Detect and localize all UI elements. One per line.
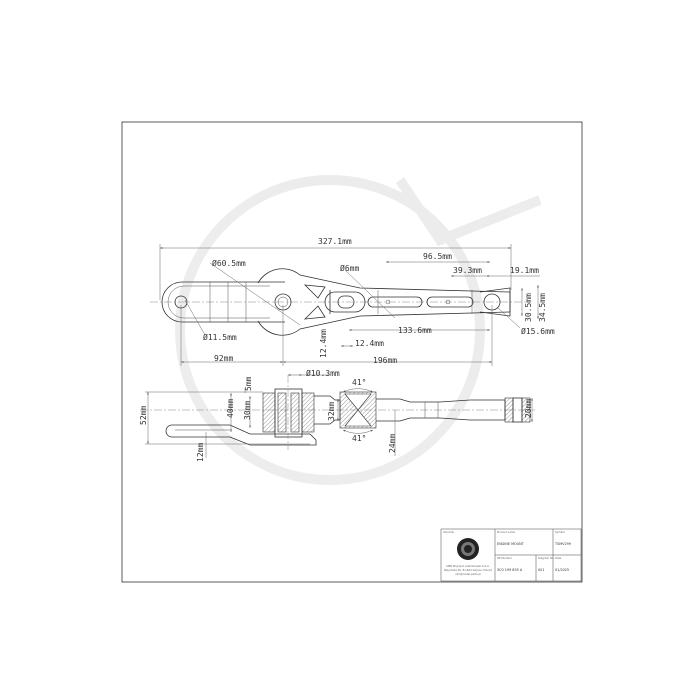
dim-34-5: 34.5mm [538,293,547,322]
dim-32: 32mm [327,402,336,421]
importer-line-2: Pasymska 26, 81-604 Gdynia, Poland [444,568,492,572]
product-name-label: Product name [497,530,515,534]
importer-line-3: info@metal-parts.pl [455,572,481,576]
dim-52: 52mm [139,406,148,425]
date-label: Date [555,556,562,560]
dim-40: 40mm [226,399,235,418]
dim-96-5: 96.5mm [423,252,452,261]
dim-19-1: 19.1mm [510,266,539,275]
dim-right-hole-diameter: Ø15.6mm [521,326,555,336]
dim-12-4-vertical: 12.4mm [319,329,328,358]
importer-logo [457,538,479,560]
dim-20: 20mm [524,399,533,418]
importer-label: Importer [443,530,455,534]
diagram-no: 001 [538,568,544,572]
dim-overall-length: 327.1mm [318,237,352,246]
dim-angle-top: 41° [352,378,366,387]
dim-30: 30mm [243,401,252,420]
dim-30-5: 30.5mm [524,293,533,322]
dim-133-6: 133.6mm [398,326,432,335]
side-view: Ø10.3mm 5mm 52mm 40mm 30mm 41° 32mm 41° … [139,368,535,462]
oe-number-label: OE Number [497,556,513,560]
symbol-label: Symbol [555,530,565,534]
drawing-frame [121,121,583,583]
top-view: 327.1mm Ø60.5mm Ø6mm 96.5mm 39.3mm 19.1m… [150,237,555,366]
title-block: Importer SMB Wojciech Adamkowski S.K.A. … [440,528,582,582]
product-name: ENGINE MOUNT [497,542,525,546]
dim-small-hole-diameter: Ø6mm [340,263,359,273]
dim-bolt-diameter: Ø10.3mm [306,368,340,378]
dim-5: 5mm [244,376,253,391]
symbol: TSMV299 [554,542,571,546]
importer-line-1: SMB Wojciech Adamkowski S.K.A. [446,564,490,568]
dim-12-4-horizontal: 12.4mm [355,339,384,348]
dim-24: 24mm [388,434,397,453]
dim-39-3: 39.3mm [453,266,482,275]
date: 01/2025 [555,568,569,572]
dim-196: 196mm [373,356,397,365]
dim-92: 92mm [214,354,233,363]
diagram-no-label: Diagram No. [538,556,554,560]
dim-big-eye-diameter: Ø60.5mm [212,258,246,268]
dim-12: 12mm [196,443,205,462]
dim-left-hole-diameter: Ø11.5mm [203,332,237,342]
dim-angle-bottom: 41° [352,434,366,443]
oe-number: 3C0 199 855 A [497,568,523,572]
